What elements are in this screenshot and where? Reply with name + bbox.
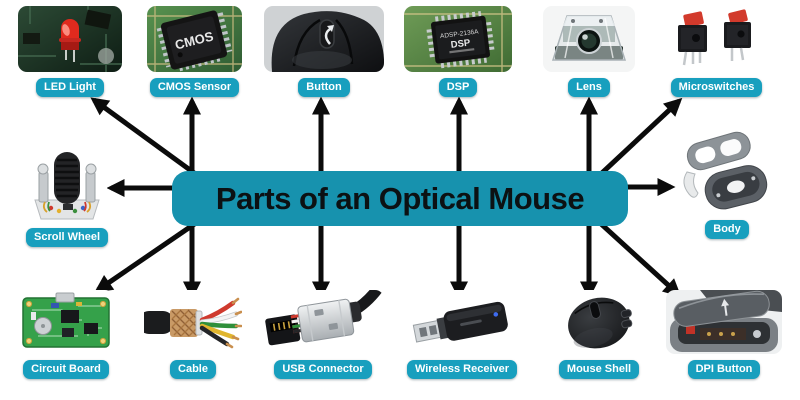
- part-tile-body: Body: [677, 130, 777, 239]
- part-tile-cable: Cable: [144, 290, 242, 379]
- cable-image: [144, 290, 242, 354]
- part-tile-usb-connector: USB Connector: [262, 290, 384, 379]
- title-box: Parts of an Optical Mouse: [172, 171, 628, 226]
- circuit-board-image: [18, 290, 114, 354]
- part-tile-dpi-button: DPI Button: [666, 290, 782, 379]
- page-title: Parts of an Optical Mouse: [215, 180, 585, 216]
- part-label-led-light: LED Light: [36, 78, 104, 97]
- part-label-cmos-sensor: CMOS Sensor: [149, 78, 240, 97]
- dpi-button-image: [666, 290, 782, 354]
- part-tile-lens: Lens: [543, 6, 635, 97]
- wireless-receiver-image: [408, 290, 516, 354]
- body-image: [677, 130, 777, 214]
- part-tile-microswitches: Microswitches: [670, 6, 763, 97]
- part-tile-scroll-wheel: Scroll Wheel: [25, 144, 109, 247]
- part-label-button: Button: [298, 78, 350, 97]
- lens-image: [543, 6, 635, 72]
- part-label-cable: Cable: [170, 360, 216, 379]
- part-label-dsp: DSP: [438, 78, 478, 97]
- usb-connector-image: [262, 290, 384, 354]
- svg-text:ADSP-2136A: ADSP-2136A: [440, 28, 480, 40]
- part-label-lens: Lens: [568, 78, 610, 97]
- microswitches-image: [670, 6, 763, 72]
- part-tile-wireless-receiver: Wireless Receiver: [406, 290, 518, 379]
- led-light-image: [18, 6, 122, 72]
- part-tile-cmos-sensor: CMOS CMOS Sensor: [147, 6, 242, 97]
- cmos-sensor-image: CMOS: [147, 6, 242, 72]
- scroll-wheel-image: [27, 144, 107, 222]
- part-label-dpi-button: DPI Button: [687, 360, 761, 379]
- part-label-body: Body: [705, 220, 749, 239]
- part-tile-dsp: ADSP-2136A DSP DSP: [404, 6, 512, 97]
- part-label-microswitches: Microswitches: [670, 78, 763, 97]
- part-tile-mouse-shell: Mouse Shell: [550, 290, 648, 379]
- button-image: [264, 6, 384, 72]
- part-tile-button: Button: [264, 6, 384, 97]
- part-label-usb-connector: USB Connector: [274, 360, 372, 379]
- mouse-shell-image: [550, 290, 648, 354]
- svg-text:DSP: DSP: [450, 37, 471, 50]
- part-label-mouse-shell: Mouse Shell: [558, 360, 640, 379]
- part-label-circuit-board: Circuit Board: [23, 360, 109, 379]
- part-tile-circuit-board: Circuit Board: [18, 290, 114, 379]
- part-tile-led-light: LED Light: [18, 6, 122, 97]
- part-label-scroll-wheel: Scroll Wheel: [25, 228, 109, 247]
- dsp-image: ADSP-2136A DSP: [404, 6, 512, 72]
- part-label-wireless-receiver: Wireless Receiver: [406, 360, 518, 379]
